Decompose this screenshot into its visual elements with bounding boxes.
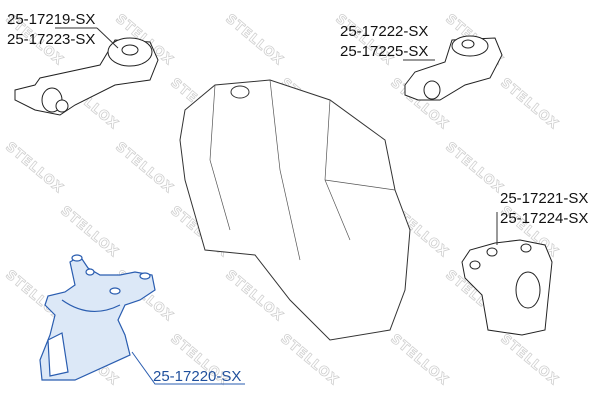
part-label-25-17219: 25-17219-SX	[7, 11, 96, 28]
part-top-right-mount[interactable]	[403, 35, 503, 101]
part-label-25-17225: 25-17225-SX	[340, 43, 429, 60]
part-label-25-17224: 25-17224-SX	[500, 210, 589, 227]
watermark-text: STELLOX	[497, 76, 561, 133]
engine-block	[179, 79, 411, 341]
watermark-text: STELLOX	[497, 332, 561, 389]
watermark-text: STELLOX	[2, 140, 66, 197]
part-label-25-17223: 25-17223-SX	[7, 31, 96, 48]
part-label-25-17222: 25-17222-SX	[340, 23, 429, 40]
watermark-text: STELLOX	[222, 12, 286, 69]
part-label-25-17221: 25-17221-SX	[500, 190, 589, 207]
part-label-25-17220: 25-17220-SX	[153, 368, 242, 385]
part-right-mount[interactable]	[461, 212, 553, 336]
watermark-text: STELLOX	[387, 332, 451, 389]
watermark-text: STELLOX	[442, 140, 506, 197]
part-top-left-mount[interactable]	[14, 27, 159, 116]
watermark-text: STELLOX	[57, 204, 121, 261]
watermark-text: STELLOX	[112, 140, 176, 197]
part-bottom-left-mount[interactable]	[39, 254, 245, 385]
